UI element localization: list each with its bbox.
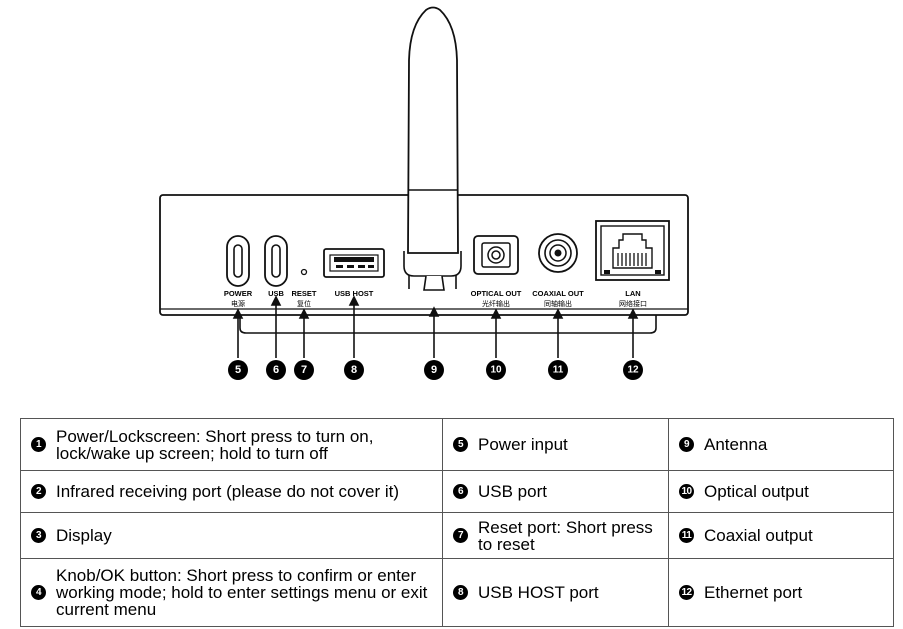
legend-cell: 4 Knob/OK button: Short press to confirm … [20,558,443,627]
legend-cell: 3 Display [20,512,443,559]
arrow-11 [552,308,564,358]
legend-cell: 8 USB HOST port [442,558,669,627]
legend-row: 1 Power/Lockscreen: Short press to turn o… [20,418,894,471]
arrow-10 [490,308,502,358]
callout-8: 8 [344,360,364,380]
power-port-icon [226,235,250,287]
coaxial-label-zh: 同轴输出 [544,299,572,308]
legend-cell: 9 Antenna [668,418,894,471]
callout-10: 10 [486,360,506,380]
legend-text: Coaxial output [704,526,813,545]
legend-cell: 12 Ethernet port [668,558,894,627]
legend-number: 7 [453,528,468,543]
optical-label-zh: 光纤输出 [482,299,510,308]
svg-text:12: 12 [627,365,639,376]
device-rear-diagram: POWER 电源 USB RESET 复位 USB HOST OPTICAL O… [159,6,689,380]
svg-text:10: 10 [490,365,502,376]
usb-label: USB [268,289,284,298]
svg-text:5: 5 [235,364,241,376]
usb-host-port-icon [323,248,385,278]
arrow-12 [627,308,639,358]
svg-text:11: 11 [553,365,564,376]
lan-label-zh: 网络接口 [619,299,647,308]
lan-label: LAN [625,289,640,298]
callout-12: 12 [623,360,643,380]
arrow-8 [348,295,360,358]
usb-port-icon [264,235,288,287]
arrow-9 [428,306,440,358]
legend-row: 4 Knob/OK button: Short press to confirm … [20,558,894,627]
device-foot [239,314,657,334]
coaxial-port-icon [538,233,578,273]
antenna-icon [403,6,462,291]
legend-row: 3 Display 7 Reset port: Short press to res… [20,512,894,559]
callout-9: 9 [424,360,444,380]
legend-number: 12 [679,585,694,600]
legend-cell: 11 Coaxial output [668,512,894,559]
legend-table: 1 Power/Lockscreen: Short press to turn o… [20,418,894,627]
legend-number: 1 [31,437,46,452]
legend-text: USB HOST port [478,583,599,602]
optical-port-icon [473,235,519,275]
legend-row: 2 Infrared receiving port (please do not … [20,470,894,513]
callout-6: 6 [266,360,286,380]
power-label: POWER [224,289,253,298]
legend-number: 8 [453,585,468,600]
lan-port-icon [595,220,670,281]
legend-text: Power input [478,435,568,454]
svg-text:9: 9 [431,364,437,376]
callout-11: 11 [548,360,568,380]
legend-cell: 1 Power/Lockscreen: Short press to turn o… [20,418,443,471]
legend-number: 6 [453,484,468,499]
legend-cell: 6 USB port [442,470,669,513]
power-label-zh: 电源 [231,299,245,308]
legend-number: 4 [31,585,46,600]
reset-label: RESET [291,289,316,298]
legend-text: Reset port: Short press to reset [478,517,653,554]
legend-cell: 2 Infrared receiving port (please do not … [20,470,443,513]
legend-text: Ethernet port [704,583,803,602]
legend-number: 5 [453,437,468,452]
callout-5: 5 [228,360,248,380]
legend-cell: 10 Optical output [668,470,894,513]
optical-label: OPTICAL OUT [471,289,522,298]
legend-text: Display [56,526,112,545]
svg-text:8: 8 [351,364,357,376]
legend-number: 2 [31,484,46,499]
legend-number: 3 [31,528,46,543]
legend-text: Infrared receiving port (please do not c… [56,482,400,501]
legend-cell: 5 Power input [442,418,669,471]
usb-host-label: USB HOST [335,289,374,298]
callout-7: 7 [294,360,314,380]
legend-text: Optical output [704,482,809,501]
reset-label-zh: 复位 [297,299,311,308]
legend-number: 11 [679,528,694,543]
arrow-6 [270,295,282,358]
legend-cell: 7 Reset port: Short press to reset [442,512,669,559]
reset-hole-icon [300,268,308,276]
coaxial-label: COAXIAL OUT [532,289,584,298]
legend-number: 9 [679,437,694,452]
legend-text: Antenna [704,435,768,454]
arrow-7 [298,308,310,358]
arrow-5 [232,308,244,358]
legend-text: USB port [478,482,547,501]
legend-text: Knob/OK button: Short press to confirm o… [56,566,428,619]
legend-number: 10 [679,484,694,499]
legend-text: Power/Lockscreen: Short press to turn on… [56,426,374,463]
svg-text:7: 7 [301,364,307,376]
svg-text:6: 6 [273,364,279,376]
